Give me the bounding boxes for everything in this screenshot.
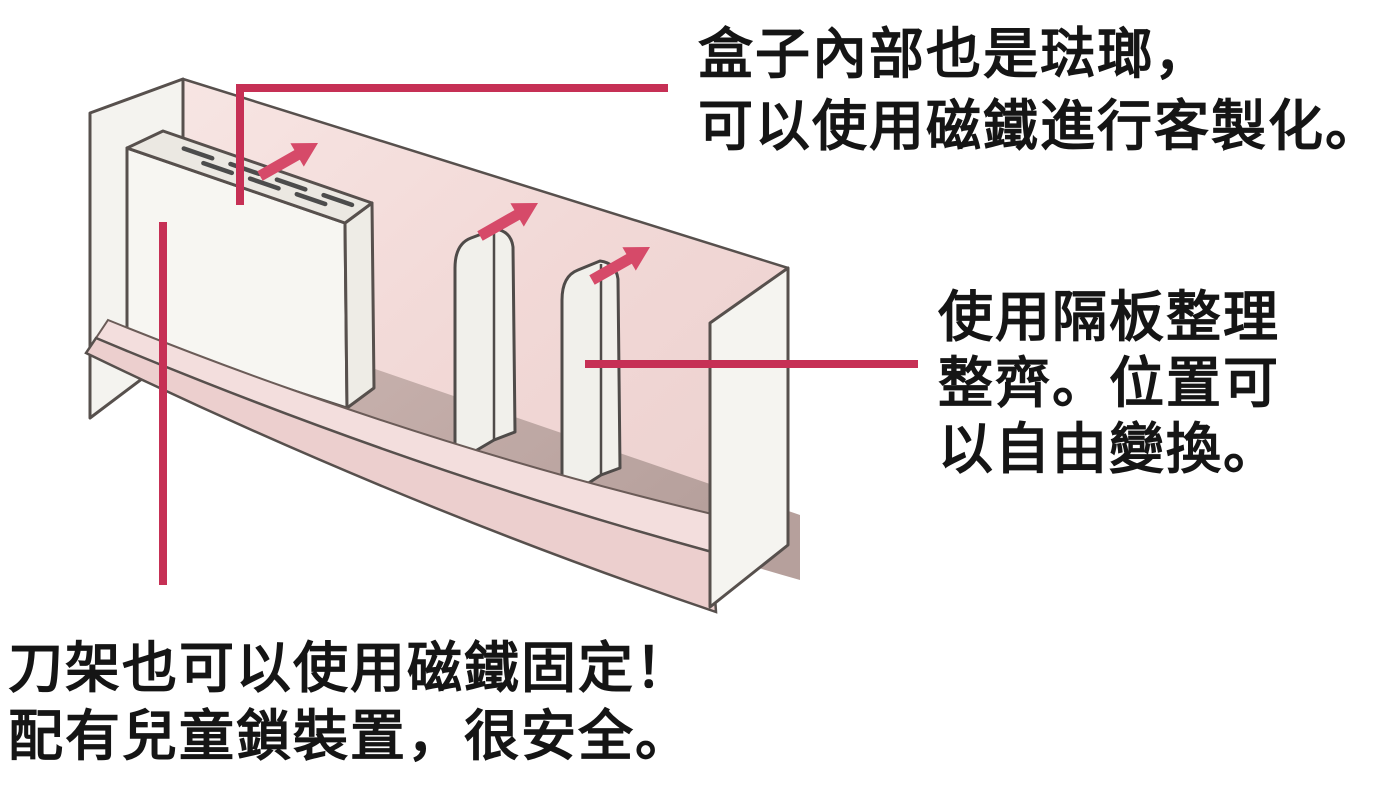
annotation-knife-rack: 刀架也可以使用磁鐵固定！ 配有兒童鎖裝置，很安全。	[8, 634, 692, 770]
annotation-line: 整齊。位置可	[938, 352, 1281, 414]
annotation-line: 配有兒童鎖裝置，很安全。	[8, 705, 693, 767]
knife-block	[125, 129, 376, 410]
annotation-line: 可以使用磁鐵進行客製化。	[698, 95, 1383, 157]
box-front-lip-outer	[84, 336, 718, 614]
annotation-line: 刀架也可以使用磁鐵固定！	[8, 637, 693, 699]
knife-block-side	[343, 201, 376, 410]
annotation-line: 以自由變換。	[938, 418, 1281, 480]
annotation-line: 盒子內部也是琺瑯，	[698, 23, 1212, 85]
annotation-enamel-interior: 盒子內部也是琺瑯， 可以使用磁鐵進行客製化。	[698, 18, 1382, 162]
annotation-dividers: 使用隔板整理 整齊。位置可 以自由變換。	[938, 284, 1280, 482]
divider-1	[453, 227, 517, 465]
box-right-wall	[708, 266, 790, 609]
annotation-line: 使用隔板整理	[938, 286, 1281, 348]
divider-2	[560, 259, 622, 502]
callout-line-enamel-interior	[236, 84, 668, 205]
knife-slots	[181, 146, 355, 208]
